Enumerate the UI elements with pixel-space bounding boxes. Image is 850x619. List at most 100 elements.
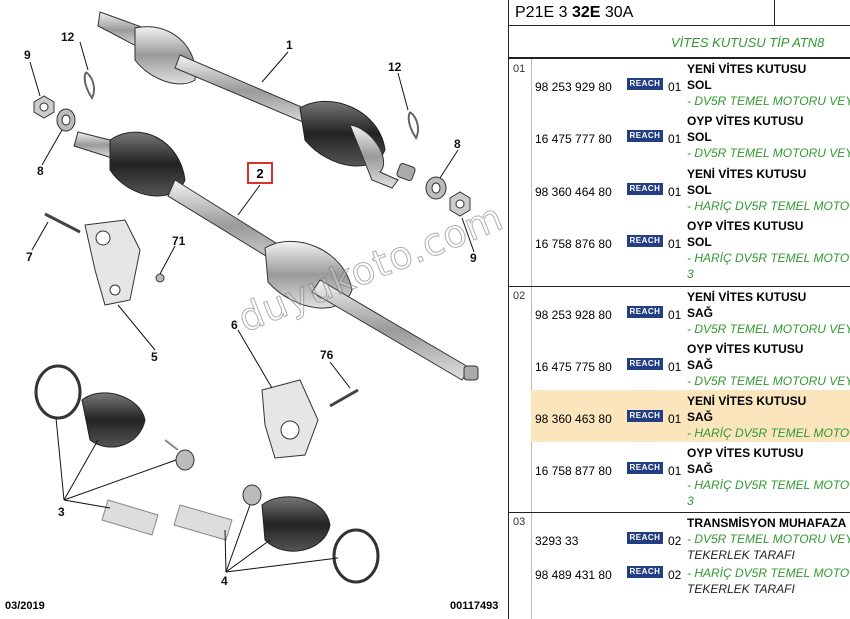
boot-kit-3 — [34, 364, 195, 536]
table-row[interactable]: 16 475 777 80 REACH 01 OYP VİTES KUTUSU … — [531, 110, 850, 162]
callout-8-left: 8 — [37, 164, 44, 178]
table-row[interactable]: 98 253 928 80 REACH 01 YENİ VİTES KUTUSU… — [531, 286, 850, 338]
condition-text: - DV5R TEMEL MOTORU VEY — [687, 374, 850, 388]
table-row[interactable]: 16 758 876 80 REACH 01 OYP VİTES KUTUSU … — [531, 215, 850, 287]
description-line-1: OYP VİTES KUTUSU — [687, 114, 804, 128]
part-number: 98 253 929 80 — [535, 80, 612, 94]
callout-2-label: 2 — [256, 166, 264, 181]
support-bracket — [261, 379, 359, 459]
quantity: 02 — [668, 534, 682, 548]
drive-shaft-right — [73, 131, 479, 381]
description-line-1: TRANSMİSYON MUHAFAZA K — [687, 516, 850, 530]
description-line-2: SOL — [687, 78, 712, 92]
group-divider — [509, 286, 850, 287]
callout-2-highlighted[interactable]: 2 — [247, 162, 273, 184]
table-row[interactable]: 16 758 877 80 REACH 01 OYP VİTES KUTUSU … — [531, 442, 850, 512]
quantity: 01 — [668, 80, 682, 94]
diagram-date: 03/2019 — [5, 600, 45, 612]
part-number: 16 475 775 80 — [535, 360, 612, 374]
callout-5: 5 — [151, 350, 158, 364]
description-line-2: SAĞ — [687, 306, 714, 320]
vehicle-code-c: 30A — [600, 4, 634, 21]
quantity: 01 — [668, 132, 682, 146]
description-line-2: SOL — [687, 235, 712, 249]
callout-3: 3 — [58, 505, 65, 519]
group-divider — [509, 58, 850, 59]
condition-text-continued: 3 — [687, 267, 694, 281]
reach-badge: REACH — [627, 532, 663, 544]
description-line-1: YENİ VİTES KUTUSU — [687, 394, 807, 408]
description-line-2: SOL — [687, 130, 712, 144]
table-row[interactable]: 3293 33 REACH 02 TRANSMİSYON MUHAFAZA K … — [531, 512, 850, 564]
reach-badge: REACH — [627, 306, 663, 318]
split-pins — [83, 71, 419, 140]
condition-text: - HARİÇ DV5R TEMEL MOTO — [687, 199, 850, 213]
quantity: 02 — [668, 568, 682, 582]
condition-text: - HARİÇ DV5R TEMEL MOTO — [687, 426, 850, 440]
reach-badge: REACH — [627, 235, 663, 247]
description-line-1: YENİ VİTES KUTUSU — [687, 62, 807, 76]
quantity: 01 — [668, 360, 682, 374]
quantity: 01 — [668, 308, 682, 322]
wheel-side-text: TEKERLEK TARAFI — [687, 582, 795, 596]
reach-badge: REACH — [627, 462, 663, 474]
part-number: 98 489 431 80 — [535, 568, 612, 582]
parts-diagram: 1 2 3 4 5 6 7 8 8 9 9 12 12 71 76 03/201… — [5, 11, 510, 612]
description-line-1: OYP VİTES KUTUSU — [687, 446, 804, 460]
header-separator — [774, 0, 775, 26]
bearing-bracket — [44, 212, 165, 306]
description-line-2: SAĞ — [687, 410, 714, 424]
table-row[interactable]: 98 360 464 80 REACH 01 YENİ VİTES KUTUSU… — [531, 163, 850, 215]
part-number: 98 360 463 80 — [535, 412, 612, 426]
leader-lines — [29, 41, 475, 573]
description-line-1: YENİ VİTES KUTUSU — [687, 290, 807, 304]
group-divider — [509, 512, 850, 513]
part-number: 16 475 777 80 — [535, 132, 612, 146]
wheel-side-text: TEKERLEK TARAFI — [687, 548, 795, 562]
table-header: P21E 3 32E 30A — [509, 0, 850, 26]
description-line-1: OYP VİTES KUTUSU — [687, 342, 804, 356]
quantity: 01 — [668, 185, 682, 199]
boot-kit-4 — [173, 484, 380, 584]
condition-text: - DV5R TEMEL MOTORU VEY — [687, 322, 850, 336]
part-number: 98 253 928 80 — [535, 308, 612, 322]
diagram-ref: 00117493 — [450, 600, 499, 612]
group-column-divider — [531, 58, 532, 619]
quantity: 01 — [668, 464, 682, 478]
callout-8-right: 8 — [454, 137, 461, 151]
condition-text: - DV5R TEMEL MOTORU VEY — [687, 94, 850, 108]
reach-badge: REACH — [627, 566, 663, 578]
part-number: 3293 33 — [535, 534, 579, 548]
callout-12-right: 12 — [388, 60, 402, 74]
callout-9-right: 9 — [470, 251, 477, 265]
table-row-selected[interactable]: 98 360 463 80 REACH 01 YENİ VİTES KUTUSU… — [531, 390, 850, 442]
description-line-1: OYP VİTES KUTUSU — [687, 219, 804, 233]
part-number: 16 758 876 80 — [535, 237, 612, 251]
drive-shaft-left — [97, 11, 416, 189]
table-row[interactable]: 98 253 929 80 REACH 01 YENİ VİTES KUTUSU… — [531, 58, 850, 110]
callout-71: 71 — [172, 234, 186, 248]
description-line-1: YENİ VİTES KUTUSU — [687, 167, 807, 181]
table-row[interactable]: 16 475 775 80 REACH 01 OYP VİTES KUTUSU … — [531, 338, 850, 390]
callout-7: 7 — [26, 250, 33, 264]
diagram-drawing — [29, 11, 479, 584]
nuts-washers — [33, 95, 471, 217]
reach-badge: REACH — [627, 410, 663, 422]
condition-text-continued: 3 — [687, 494, 694, 508]
callout-76: 76 — [320, 348, 334, 362]
reach-badge: REACH — [627, 183, 663, 195]
reach-badge: REACH — [627, 78, 663, 90]
callout-4: 4 — [221, 574, 228, 588]
vehicle-code: P21E 3 32E 30A — [515, 4, 633, 22]
group-number: 01 — [513, 63, 526, 75]
section-title-row: VİTES KUTUSU TİP ATN8 — [509, 26, 850, 58]
condition-text: - DV5R TEMEL MOTORU VEY — [687, 146, 850, 160]
description-line-2: SAĞ — [687, 462, 714, 476]
table-row[interactable]: 98 489 431 80 REACH 02 - HARİÇ DV5R TEME… — [531, 562, 850, 614]
group-number: 03 — [513, 516, 526, 528]
description-line-2: SOL — [687, 183, 712, 197]
section-title: VİTES KUTUSU TİP ATN8 — [671, 35, 825, 50]
part-number: 98 360 464 80 — [535, 185, 612, 199]
vehicle-code-b: 32E — [571, 4, 601, 21]
parts-table-clip: P21E 3 32E 30A VİTES KUTUSU TİP ATN8 01 … — [509, 0, 850, 619]
